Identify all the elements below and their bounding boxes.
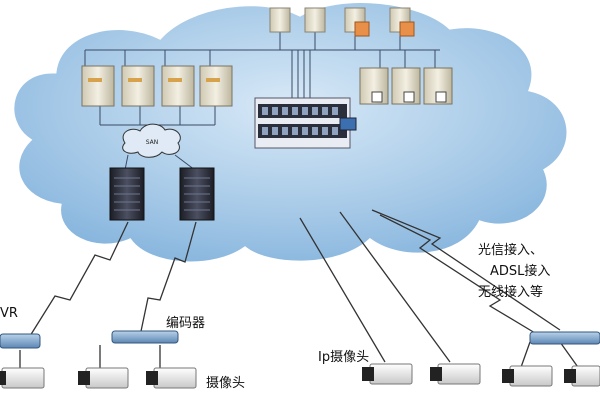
server-group-right [359, 67, 453, 105]
connection-links [19, 209, 581, 372]
camera-label: 摄像头 [206, 376, 246, 391]
access-wireless-label: 无线接入等 [478, 285, 544, 300]
camera-icon [564, 365, 600, 387]
camera-icon [0, 367, 45, 389]
access-methods-label: 光信接入、 ADSL接入 无线接入等 [478, 240, 550, 303]
camera-icon [362, 363, 413, 385]
camera-icon [502, 365, 553, 387]
server-icon [81, 65, 115, 107]
camera-icon [146, 367, 197, 389]
access-fiber-label: 光信接入、 [478, 243, 544, 258]
access-switch [529, 331, 600, 345]
ip-camera-label: Ip摄像头 [318, 350, 370, 365]
server-icon [121, 65, 155, 107]
server-racks [109, 167, 215, 221]
nvr-device [0, 333, 41, 349]
cameras [0, 363, 600, 389]
nvr-label: VR [0, 306, 18, 321]
server-icon [269, 7, 291, 33]
camera-icon [78, 367, 129, 389]
encoder-device [111, 330, 179, 344]
server-icon [199, 65, 233, 107]
encoder-label: 编码器 [166, 316, 206, 331]
camera-icon [430, 363, 481, 385]
san-cloud [122, 123, 181, 158]
top-servers [269, 7, 415, 37]
access-adsl-label: ADSL接入 [490, 264, 551, 279]
server-icon [304, 7, 326, 33]
storage-array [254, 97, 357, 149]
san-label: SAN [146, 139, 159, 146]
server-group-left [81, 65, 233, 107]
server-icon [161, 65, 195, 107]
